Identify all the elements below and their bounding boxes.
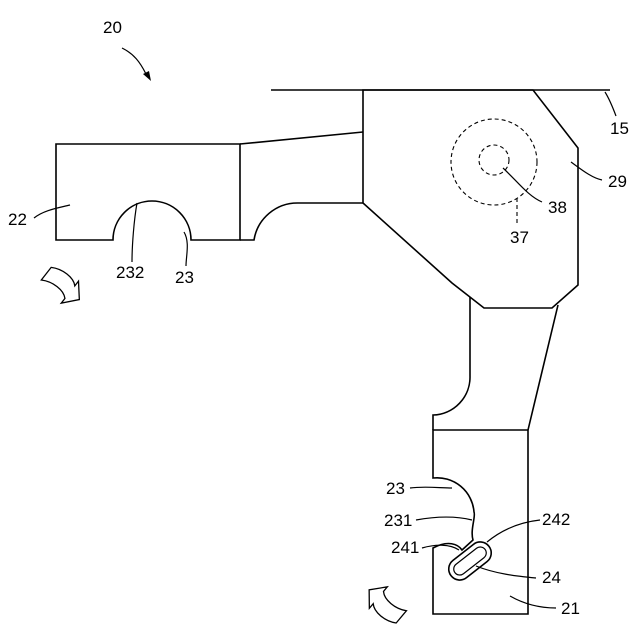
label-23-bottom: 23: [386, 479, 405, 498]
leader-15: [605, 92, 616, 116]
label-20: 20: [103, 18, 122, 37]
leader-38: [503, 168, 542, 202]
label-37: 37: [510, 228, 529, 247]
leader-231: [416, 517, 472, 520]
label-242: 242: [542, 510, 570, 529]
leader-232: [132, 203, 137, 262]
block-21: [433, 430, 528, 614]
block-22: [56, 144, 240, 240]
curved-arrow-counterclockwise-icon: [360, 579, 410, 627]
label-232: 232: [116, 263, 144, 282]
dashed-circle-38: [479, 145, 509, 175]
leader-22: [34, 205, 70, 218]
label-241: 241: [391, 538, 419, 557]
leader-24: [476, 566, 536, 578]
label-38: 38: [548, 198, 567, 217]
label-22: 22: [8, 210, 27, 229]
connecting-arm-lower: [433, 297, 558, 430]
leader-241: [422, 545, 459, 550]
plate-29: [363, 90, 578, 308]
arrowhead-20: [143, 71, 151, 81]
label-23-top: 23: [175, 268, 194, 287]
label-29: 29: [608, 172, 627, 191]
curved-arrow-clockwise-icon: [38, 263, 88, 311]
leader-21: [510, 596, 556, 608]
leader-29: [571, 162, 602, 180]
leader-23-top: [184, 232, 187, 266]
label-24: 24: [542, 568, 561, 587]
leader-242: [487, 520, 540, 542]
label-231: 231: [384, 511, 412, 530]
label-15: 15: [610, 119, 629, 138]
label-21: 21: [561, 599, 580, 618]
dashed-circle-37: [451, 119, 537, 205]
leader-20: [122, 48, 146, 74]
connecting-arm-upper: [240, 132, 363, 240]
leader-23-bottom: [410, 487, 452, 488]
